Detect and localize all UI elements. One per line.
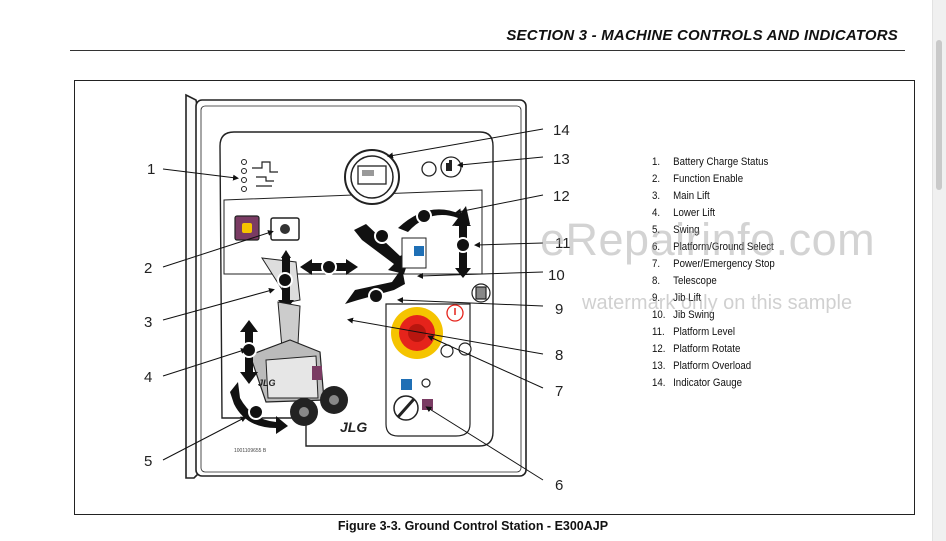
callout-14: 14 — [553, 122, 570, 139]
callout-1: 1 — [147, 161, 155, 178]
callout-10: 10 — [548, 267, 565, 284]
legend-list: 1.Battery Charge Status 2.Function Enabl… — [652, 154, 792, 392]
callout-numbers: 1 2 3 4 5 6 7 8 9 10 11 12 13 14 — [144, 122, 571, 494]
panel-jlg-logo: JLG — [340, 419, 367, 435]
legend-item: 10.Jib Swing — [652, 309, 715, 321]
jib-lift-control[interactable] — [345, 268, 405, 304]
figure-frame — [74, 80, 915, 515]
battery-charge-status-indicator — [241, 159, 278, 192]
platform-level-control[interactable] — [455, 216, 471, 278]
legend-item: 14.Indicator Gauge — [652, 377, 743, 389]
callout-13: 13 — [553, 151, 570, 168]
power-emergency-stop-button[interactable] — [391, 304, 472, 359]
callout-12: 12 — [553, 188, 570, 205]
legend-item: 9.Jib Lift — [652, 292, 702, 304]
machine-illustration: JLG — [249, 301, 348, 426]
callout-5: 5 — [144, 453, 152, 470]
function-enable-button[interactable] — [234, 215, 300, 241]
figure-caption: Figure 3-3. Ground Control Station - E30… — [337, 519, 609, 533]
callout-9: 9 — [555, 301, 563, 318]
callout-6: 6 — [555, 477, 563, 494]
legend-item: 2.Function Enable — [652, 173, 744, 185]
legend-item: 3.Main Lift — [652, 190, 710, 202]
platform-ground-select-switch[interactable] — [393, 378, 433, 421]
section-header: SECTION 3 - MACHINE CONTROLS AND INDICAT… — [506, 27, 898, 44]
legend-item: 1.Battery Charge Status — [652, 156, 769, 168]
platform-overload-indicator — [421, 156, 462, 178]
legend-item: 8.Telescope — [652, 275, 717, 287]
legend-item: 12.Platform Rotate — [652, 343, 741, 355]
telescope-control[interactable] — [300, 259, 358, 275]
jib-swing-control[interactable] — [354, 224, 427, 274]
callout-4: 4 — [144, 369, 152, 386]
machine-jlg-label: JLG — [258, 378, 276, 388]
callout-2: 2 — [144, 260, 152, 277]
part-number: 1001109655 B — [234, 448, 267, 454]
legend-item: 6.Platform/Ground Select — [652, 241, 774, 253]
legend-item: 13.Platform Overload — [652, 360, 752, 372]
legend-item: 7.Power/Emergency Stop — [652, 258, 775, 270]
callout-leaders — [162, 128, 544, 481]
legend-item: 5.Swing — [652, 224, 700, 236]
lower-lift-control[interactable] — [240, 320, 258, 384]
callout-11: 11 — [555, 235, 571, 252]
legend-item: 11.Platform Level — [652, 326, 735, 338]
watermark-sub: watermark only on this sample — [582, 292, 853, 314]
callout-7: 7 — [555, 383, 563, 400]
callout-3: 3 — [144, 314, 152, 331]
swing-control[interactable] — [230, 382, 288, 434]
callout-8: 8 — [555, 347, 563, 364]
legend-item: 4.Lower Lift — [652, 207, 716, 219]
indicator-gauge — [344, 149, 400, 205]
watermark-main: eRepairinfo.com — [540, 214, 876, 265]
platform-rotate-control[interactable] — [398, 206, 470, 232]
header-rule — [70, 50, 905, 51]
scrollbar-thumb[interactable] — [936, 40, 942, 190]
scrollbar[interactable] — [932, 0, 946, 541]
